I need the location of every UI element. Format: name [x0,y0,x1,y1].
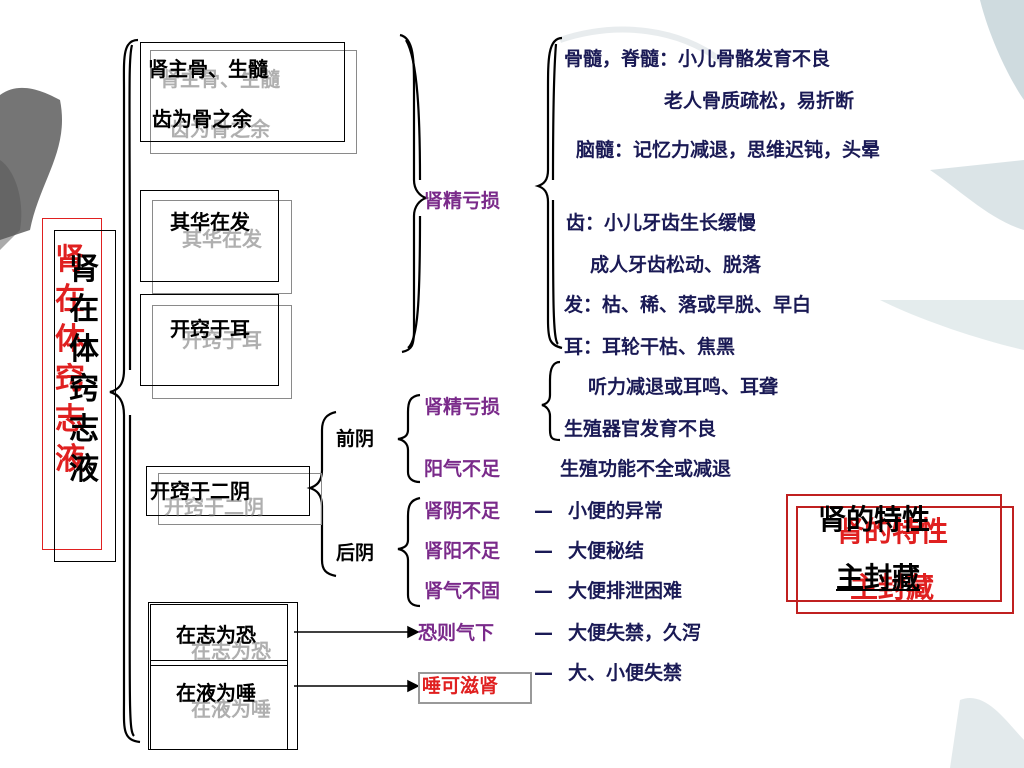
saliva-dash: — [534,662,553,684]
hair-label: 其华在发 [170,210,250,234]
saliva-cause: 唾可滋肾 [422,675,499,697]
ear-label-shadow: 开窍于耳 [182,328,262,352]
qianyin-cause-1: 肾精亏损 [424,396,501,418]
properties-subtitle: 主封藏 [836,561,921,594]
yin-label-shadow: 开窍于二阴 [164,495,264,519]
properties-subtitle-shadow: 主封藏 [850,571,935,604]
hair-label-shadow: 其华在发 [182,227,262,251]
properties-shadow [796,506,1014,614]
qianyin-cause-2: 阳气不足 [424,458,501,480]
bone-line1: 肾主骨、生髓 [148,57,268,81]
fear-box [150,604,288,666]
properties-title-shadow: 肾的特性 [836,515,949,548]
yin-shadow [158,473,322,525]
houyin-effect-2: 大便秘结 [568,540,645,562]
saliva-label: 在液为唾 [176,681,256,705]
saliva-cause-box [418,672,532,704]
ear-label: 开窍于耳 [170,317,250,341]
houyin-dash-3: — [534,580,553,602]
root-box [54,230,116,562]
houyin-dash-2: — [534,540,553,562]
fear-dash: — [534,622,553,644]
ear-symptom-2: 听力减退或耳鸣、耳聋 [588,376,779,398]
hair-box [140,190,279,282]
houyin-cause-2: 肾阳不足 [424,540,501,562]
bone-symptom-1: 骨髓，脊髓：小儿骨骼发育不良 [564,48,831,70]
bone-box [140,42,345,142]
houyin-dash-1: — [534,500,553,522]
yin-label: 开窍于二阴 [150,479,250,503]
root-shadow [42,218,102,550]
teeth-symptom-1: 齿：小儿牙齿生长缓慢 [566,212,757,234]
fear-cause: 恐则气下 [418,622,495,644]
hair-shadow [152,200,292,294]
houyin-label: 后阴 [336,542,375,564]
ear-symptom-1: 耳：耳轮干枯、焦黑 [564,336,736,358]
bone-shadow [150,50,357,154]
properties-box [786,494,1002,602]
ear-shadow [152,305,292,399]
fear-label-shadow: 在志为恐 [191,639,271,663]
properties-title: 肾的特性 [818,503,931,536]
fear-label: 在志为恐 [176,623,256,647]
teeth-symptom-2: 成人牙齿松动、脱落 [590,254,762,276]
saliva-box [150,660,288,750]
bone-line2: 齿为骨之余 [152,107,252,131]
ear-box [140,294,279,386]
bone-line2-shadow: 齿为骨之余 [170,117,270,141]
qianyin-effect-1: 生殖器官发育不良 [564,418,717,440]
jing-kuisun-upper: 肾精亏损 [424,190,501,212]
bone-line1-shadow: 肾主骨、生髓 [160,67,280,91]
houyin-effect-3: 大便排泄困难 [568,580,683,602]
hair-symptom: 发：枯、稀、落或早脱、早白 [564,294,812,316]
houyin-cause-1: 肾阴不足 [424,500,501,522]
yin-box [146,466,310,516]
saliva-effect: 大、小便失禁 [568,662,683,684]
qianyin-label: 前阴 [336,428,375,450]
houyin-cause-3: 肾气不固 [424,580,501,602]
qianyin-effect-2: 生殖功能不全或减退 [560,458,732,480]
bone-symptom-2: 老人骨质疏松，易折断 [664,90,855,112]
bone-symptom-3: 脑髓：记忆力减退，思维迟钝，头晕 [576,139,881,161]
fear-effect: 大便失禁，久泻 [568,622,702,644]
houyin-effect-1: 小便的异常 [568,500,664,522]
root-title-red: 肾在体窍志液 [55,242,85,477]
saliva-label-shadow: 在液为唾 [191,697,271,721]
root-title: 肾在体窍志液 [69,252,99,487]
